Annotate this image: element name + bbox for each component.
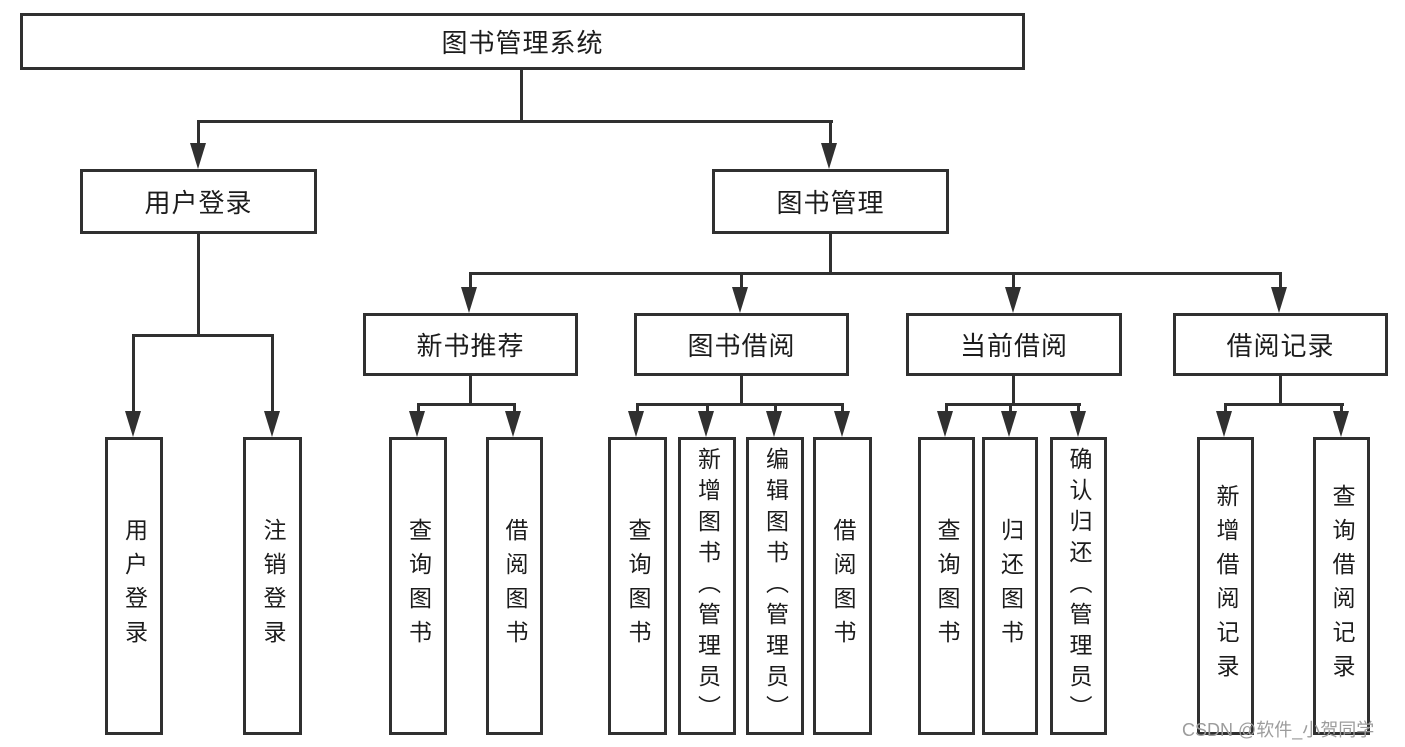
connector-cb-rail xyxy=(945,403,1081,406)
connector-to-nbr-query xyxy=(417,403,420,415)
arrowhead-down-icon xyxy=(698,411,714,437)
arrowhead-down-icon xyxy=(1001,411,1017,437)
arrowhead-down-icon xyxy=(1333,411,1349,437)
connector-to-cb-confirm xyxy=(1077,403,1080,415)
arrowhead-down-icon xyxy=(505,411,521,437)
arrowhead-down-icon xyxy=(461,287,477,313)
connector-root-stem xyxy=(520,70,523,120)
node-label: 查询图书 xyxy=(625,518,651,654)
node-logout: 注销登录 xyxy=(243,437,302,735)
node-bb-edit-books-admin: 编辑图书（管理员） xyxy=(746,437,804,735)
node-user-login: 用户登录 xyxy=(105,437,163,735)
node-label: 归还图书 xyxy=(997,518,1024,654)
connector-user-login-rail xyxy=(132,334,274,337)
node-user-login-group: 用户登录 xyxy=(80,169,317,234)
arrowhead-down-icon xyxy=(628,411,644,437)
node-label: 当前借阅 xyxy=(959,331,1068,361)
connector-to-user-login xyxy=(132,334,135,415)
node-label: 注销登录 xyxy=(260,518,286,654)
connector-to-user-login-group xyxy=(197,120,200,148)
node-label: 用户登录 xyxy=(121,518,148,654)
connector-to-bb-query xyxy=(636,403,639,415)
node-borrow-records: 借阅记录 xyxy=(1173,313,1388,376)
node-book-borrowing: 图书借阅 xyxy=(634,313,849,376)
node-br-query-record: 查询借阅记录 xyxy=(1313,437,1370,735)
arrowhead-down-icon xyxy=(190,143,206,169)
connector-to-new-book-recommend xyxy=(469,272,472,290)
connector-br-rail xyxy=(1224,403,1344,406)
node-label: 查询借阅记录 xyxy=(1329,484,1355,688)
arrowhead-down-icon xyxy=(834,411,850,437)
arrowhead-down-icon xyxy=(766,411,782,437)
node-label: 查询图书 xyxy=(934,518,960,654)
node-bb-borrow-books: 借阅图书 xyxy=(813,437,872,735)
node-label: 用户登录 xyxy=(144,188,253,218)
node-nbr-query-books: 查询图书 xyxy=(389,437,447,735)
connector-to-borrow-records xyxy=(1279,272,1282,290)
csdn-watermark: CSDN @软件_小贺同学 xyxy=(1182,720,1375,740)
node-book-management: 图书管理 xyxy=(712,169,949,234)
node-bb-add-books-admin: 新增图书（管理员） xyxy=(678,437,736,735)
connector-bb-rail xyxy=(636,403,844,406)
connector-bb-stem xyxy=(740,376,743,404)
node-label: 编辑图书（管理员） xyxy=(762,446,789,726)
connector-to-logout xyxy=(271,334,274,415)
node-cb-confirm-return-admin: 确认归还（管理员） xyxy=(1050,437,1107,735)
arrowhead-down-icon xyxy=(732,287,748,313)
node-label: 借阅记录 xyxy=(1226,331,1335,361)
arrowhead-down-icon xyxy=(1005,287,1021,313)
node-br-add-record: 新增借阅记录 xyxy=(1197,437,1254,735)
connector-root-rail xyxy=(197,120,833,123)
connector-br-stem xyxy=(1279,376,1282,404)
connector-to-bb-borrow xyxy=(841,403,844,415)
connector-to-nbr-borrow xyxy=(513,403,516,415)
node-label: 借阅图书 xyxy=(830,518,856,654)
arrowhead-down-icon xyxy=(1070,411,1086,437)
node-root-system: 图书管理系统 xyxy=(20,13,1025,70)
node-label: 确认归还（管理员） xyxy=(1066,446,1092,726)
node-current-borrowing: 当前借阅 xyxy=(906,313,1122,376)
connector-to-bb-edit xyxy=(774,403,777,415)
connector-book-mgmt-stem xyxy=(829,234,832,274)
arrowhead-down-icon xyxy=(937,411,953,437)
node-label: 新书推荐 xyxy=(416,331,525,361)
connector-to-book-management xyxy=(829,120,832,148)
node-label: 图书借阅 xyxy=(687,331,796,361)
node-label: 借阅图书 xyxy=(502,518,528,654)
node-label: 新增借阅记录 xyxy=(1213,484,1239,688)
node-label: 查询图书 xyxy=(405,518,432,654)
arrowhead-down-icon xyxy=(1271,287,1287,313)
arrowhead-down-icon xyxy=(1216,411,1232,437)
connector-user-login-stem xyxy=(197,234,200,334)
node-label: 新增图书（管理员） xyxy=(694,446,721,726)
connector-to-br-add xyxy=(1224,403,1227,415)
node-label: 图书管理 xyxy=(776,188,885,218)
arrowhead-down-icon xyxy=(821,143,837,169)
arrowhead-down-icon xyxy=(125,411,141,437)
connector-to-cb-return xyxy=(1009,403,1012,415)
connector-to-current-borrowing xyxy=(1012,272,1015,290)
connector-nbr-rail xyxy=(417,403,516,406)
node-nbr-borrow-books: 借阅图书 xyxy=(486,437,543,735)
node-label: 图书管理系统 xyxy=(441,28,604,58)
connector-to-br-query xyxy=(1340,403,1343,415)
connector-to-cb-query xyxy=(945,403,948,415)
connector-book-mgmt-rail xyxy=(469,272,1282,275)
node-bb-query-books: 查询图书 xyxy=(608,437,667,735)
node-cb-return-books: 归还图书 xyxy=(982,437,1038,735)
connector-to-book-borrowing xyxy=(740,272,743,290)
arrowhead-down-icon xyxy=(409,411,425,437)
node-cb-query-books: 查询图书 xyxy=(918,437,975,735)
connector-cb-stem xyxy=(1012,376,1015,404)
connector-nbr-stem xyxy=(469,376,472,404)
node-new-book-recommend: 新书推荐 xyxy=(363,313,578,376)
arrowhead-down-icon xyxy=(264,411,280,437)
connector-to-bb-add xyxy=(706,403,709,415)
